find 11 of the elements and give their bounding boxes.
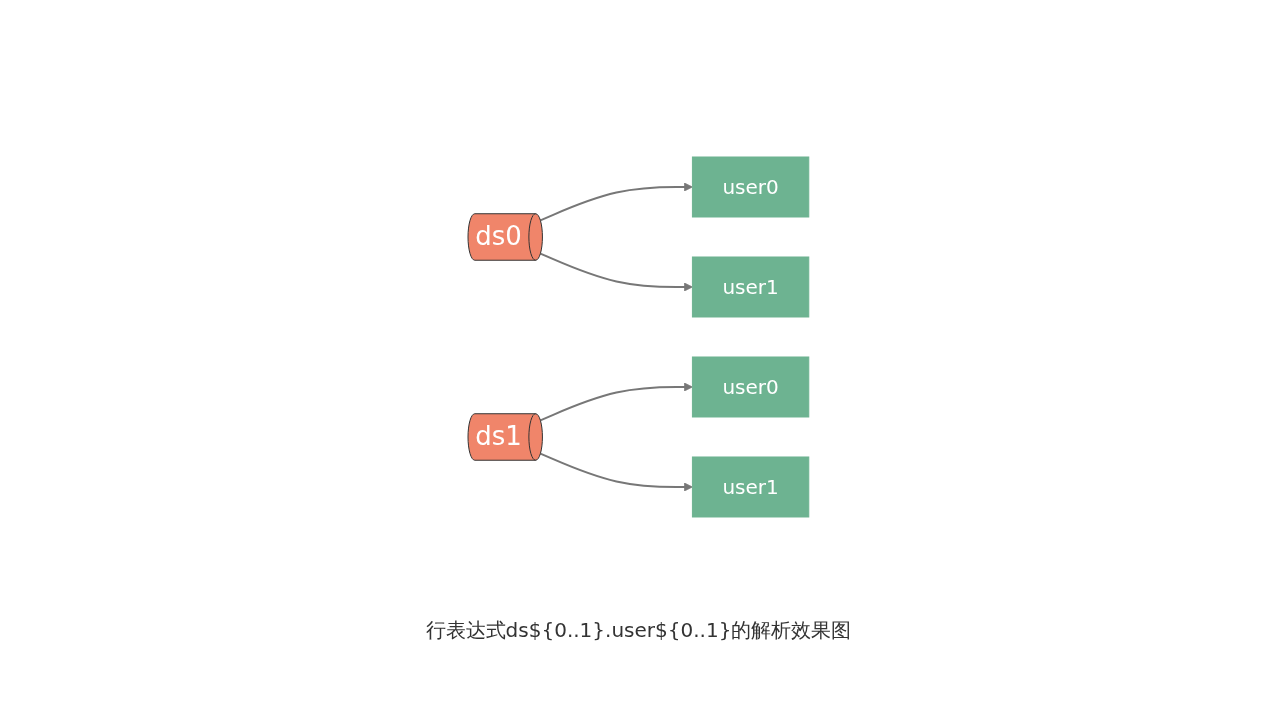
node-text: ds0 xyxy=(475,221,522,251)
arrow xyxy=(539,452,693,491)
node-box: user0 xyxy=(692,156,810,217)
node-box: user0 xyxy=(692,356,810,417)
node-box: user1 xyxy=(692,256,810,317)
node-text: ds1 xyxy=(475,420,522,451)
caption: 行表达式ds${0..1}.user${0..1}的解析效果图 xyxy=(425,616,852,644)
arrow xyxy=(539,182,693,221)
arrow xyxy=(539,252,693,291)
arrow xyxy=(539,382,693,421)
node-box: user1 xyxy=(692,456,810,517)
